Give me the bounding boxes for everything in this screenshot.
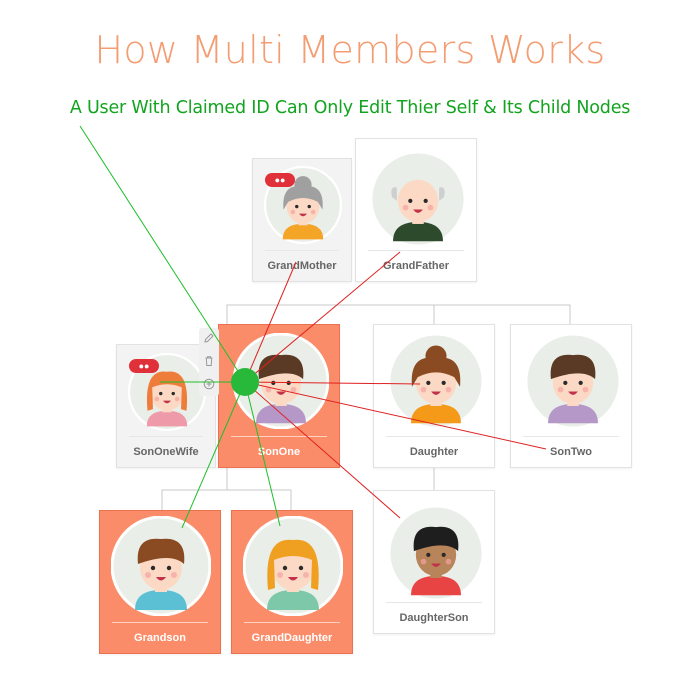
people-icon: ●● [265,173,295,187]
avatar-daughter [388,333,484,429]
avatar-grandson [111,516,211,616]
avatar-granddaughter [243,516,343,616]
node-toolbar [199,328,219,396]
avatar-daughterson [388,505,484,601]
member-card-sonone[interactable]: SonOne [218,324,340,468]
member-name: GrandFather [382,260,449,272]
edit-button[interactable] [199,328,219,350]
member-name: GrandMother [267,260,337,272]
avatar-sontwo [525,333,621,429]
plus-circle-icon [203,378,215,390]
card-divider [112,622,208,623]
member-card-grandson[interactable]: Grandson [99,510,221,654]
delete-button[interactable] [199,351,219,373]
member-name: DaughterSon [399,612,469,624]
member-name: SonOneWife [133,446,199,458]
card-divider [129,436,203,437]
card-divider [231,436,327,437]
add-button[interactable] [199,374,219,396]
pencil-icon [204,333,214,343]
connector-grandparents [226,304,571,324]
member-card-daughterson[interactable]: DaughterSon [373,490,495,634]
card-divider [265,250,339,251]
member-card-grandmother[interactable]: ●● GrandMother [252,158,352,282]
card-divider [244,622,340,623]
member-card-granddaughter[interactable]: GrandDaughter [231,510,353,654]
member-name: Daughter [409,446,459,458]
member-name: GrandDaughter [251,632,333,644]
member-name: SonOne [257,446,301,458]
member-name: SonTwo [550,446,592,458]
member-card-daughter[interactable]: Daughter [373,324,495,468]
card-divider [368,250,464,251]
card-divider [386,602,482,603]
member-card-grandfather[interactable]: GrandFather [355,138,477,282]
card-divider [523,436,619,437]
trash-icon [205,356,213,366]
connector-sonone-children [161,468,292,510]
avatar-sonone [233,333,329,429]
page-subtitle: A User With Claimed ID Can Only Edit Thi… [69,98,631,118]
member-card-sontwo[interactable]: SonTwo [510,324,632,468]
people-icon: ●● [129,359,159,373]
member-name: Grandson [134,632,186,644]
card-divider [386,436,482,437]
avatar-grandfather [370,151,466,247]
page-title: How Multi Members Works [94,28,606,72]
